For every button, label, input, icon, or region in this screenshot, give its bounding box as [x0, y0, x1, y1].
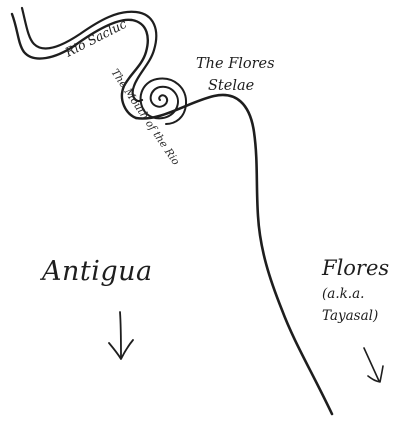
spiral-icon: [139, 77, 188, 125]
arrow-down-right-icon: [363, 347, 384, 383]
flores-label: Flores: [321, 256, 389, 280]
river-bank-left: [10, 12, 149, 120]
flores-tayasal-label: Tayasal): [322, 308, 378, 324]
river-bank-right: [20, 6, 158, 103]
stelae-label-line1: The Flores: [196, 56, 275, 72]
flores-aka-label: (a.k.a.: [322, 286, 364, 302]
coastline: [134, 93, 334, 416]
arrow-down-icon: [108, 311, 134, 360]
antigua-label: Antigua: [39, 256, 153, 287]
stelae-label-line2: Stelae: [208, 78, 254, 94]
river-mouth-label: The Mouth of the Rio: [109, 67, 182, 168]
